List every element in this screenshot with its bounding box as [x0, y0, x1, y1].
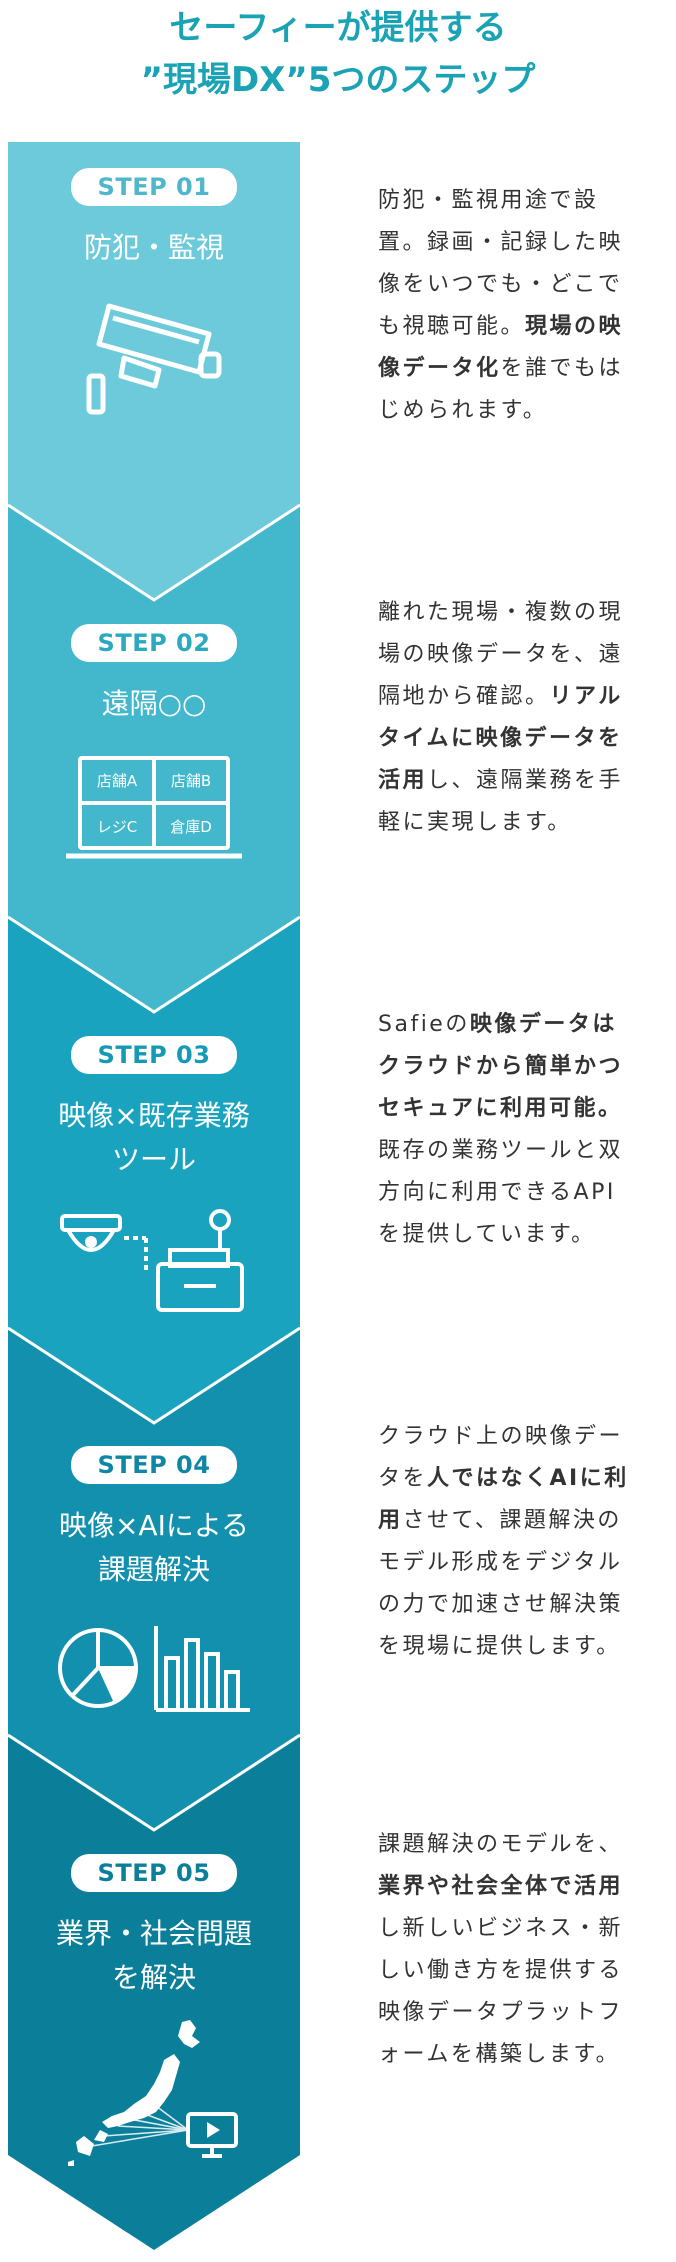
step-title: 遠隔○○ [101, 687, 207, 720]
step-title: 業界・社会問題 を解決 [55, 1917, 252, 1994]
icon-label-register-c: レジC [97, 818, 137, 836]
chevron-divider-4 [7, 1733, 301, 1832]
step-badge: STEP 04 [71, 1446, 237, 1484]
page-title-line-2: ”現場DX”5つのステップ [140, 60, 536, 100]
camera-register-link-icon [60, 1209, 244, 1312]
chevron-divider-3 [7, 1326, 301, 1425]
multi-site-screen-icon: 店舗A 店舗B レジC 倉庫D [66, 756, 242, 859]
step-04: STEP 04 映像×AIによる 課題解決 [8, 1446, 300, 1718]
step-05-description: 課題解決のモデルを、業界や社会全体で活用し新しいビジネス・新しい働き方を提供する… [378, 1832, 624, 2067]
analytics-chart-icon [58, 1626, 250, 1712]
chevron-divider-1 [7, 503, 301, 602]
step-title: 防犯・監視 [83, 231, 224, 264]
step-03-description: Safieの映像データはクラウドから簡単かつセキュアに利用可能。既存の業務ツール… [378, 1012, 624, 1247]
step-01: STEP 01 防犯・監視 [8, 168, 300, 416]
step-title: 映像×AIによる 課題解決 [58, 1509, 250, 1586]
step-badge: STEP 02 [71, 624, 237, 662]
page-title-line-1: セーフィーが提供する [169, 8, 507, 48]
security-camera-icon [86, 303, 222, 415]
step-01-description: 防犯・監視用途で設置。録画・記録した映像をいつでも・どこでも視聴可能。現場の映像… [378, 188, 624, 423]
ribbon-band-1 [8, 142, 300, 600]
icon-label-store-b: 店舗B [171, 772, 211, 790]
step-02-description: 離れた現場・複数の現場の映像データを、遠隔地から確認。リアルタイムに映像データを… [378, 600, 624, 835]
step-04-description: クラウド上の映像データを人ではなくAIに利用させて、課題解決のモデル形成をデジタ… [378, 1424, 629, 1659]
chevron-divider-2 [7, 915, 301, 1014]
step-05: STEP 05 業界・社会問題 を解決 [8, 1854, 300, 2168]
step-02: STEP 02 遠隔○○ 店舗A 店舗B レジC 倉庫D [8, 624, 300, 862]
step-badge: STEP 05 [71, 1854, 237, 1892]
step-03: STEP 03 映像×既存業務 ツール [8, 1036, 300, 1318]
step-badge: STEP 03 [71, 1036, 237, 1074]
page-title: セーフィーが提供する ”現場DX”5つのステップ [0, 0, 676, 106]
step-title: 映像×既存業務 ツール [58, 1099, 250, 1176]
step-badge: STEP 01 [71, 168, 237, 206]
icon-label-warehouse-d: 倉庫D [170, 818, 212, 836]
japan-map-monitor-icon [68, 2020, 238, 2166]
icon-label-store-a: 店舗A [97, 772, 138, 790]
